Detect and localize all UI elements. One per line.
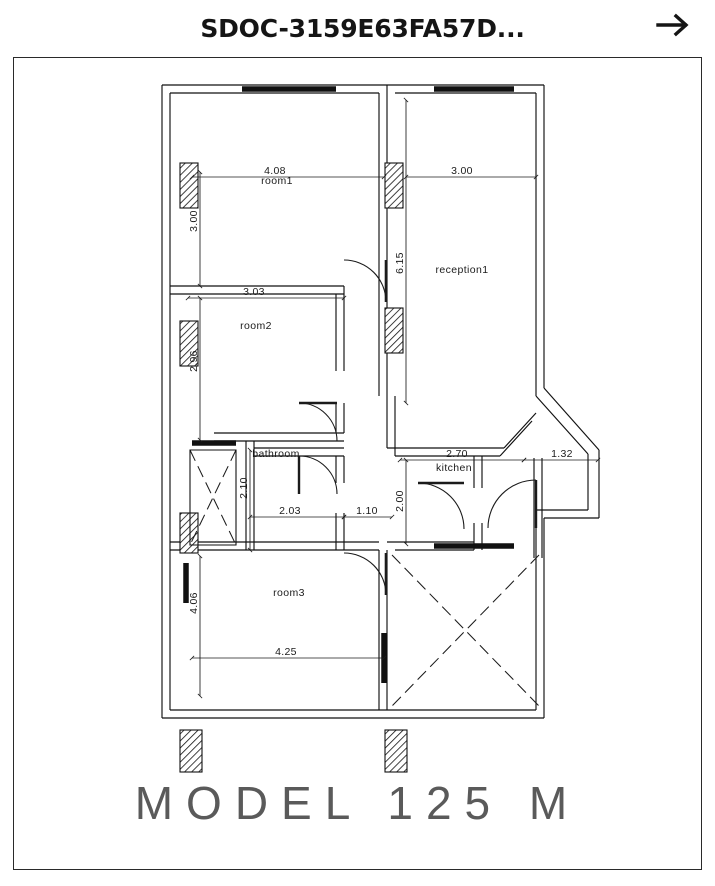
dim-entry-width: 1.32 <box>551 448 573 460</box>
dim-room1-height: 3.00 <box>188 210 200 232</box>
app-header: SDOC-3159E63FA57D... <box>0 0 715 56</box>
dim-room2-height: 2.96 <box>188 350 200 372</box>
dim-bathroom-height: 2.10 <box>238 477 250 499</box>
next-button[interactable] <box>649 3 697 47</box>
floor-plan-svg: room1 reception1 room2 bathroom kitchen … <box>161 84 601 773</box>
dim-reception-width: 3.00 <box>451 165 473 177</box>
room-label-room1: room1 <box>261 175 293 187</box>
room-label-room2: room2 <box>240 320 272 332</box>
floor-plan-drawing: room1 reception1 room2 bathroom kitchen … <box>14 58 701 869</box>
arrow-right-icon <box>655 10 691 40</box>
dim-reception-height: 6.15 <box>394 252 406 274</box>
room-label-reception1: reception1 <box>435 264 488 276</box>
dim-bathroom-width: 2.03 <box>279 505 301 517</box>
room-label-bathroom: bathroom <box>252 448 300 460</box>
dim-room3-height: 4.06 <box>188 592 200 614</box>
dim-room1-width: 4.08 <box>264 165 286 177</box>
document-title: SDOC-3159E63FA57D... <box>200 13 525 43</box>
dimension-lines <box>185 97 601 699</box>
door-swing <box>297 259 538 596</box>
dim-room2-width: 3.03 <box>243 286 265 298</box>
dim-room3-width: 4.25 <box>275 646 297 658</box>
room-label-room3: room3 <box>273 587 305 599</box>
floor-plan-card[interactable]: room1 reception1 room2 bathroom kitchen … <box>13 57 702 870</box>
dim-kitchen-width: 2.70 <box>446 448 468 460</box>
room-label-kitchen: kitchen <box>436 462 472 474</box>
dim-corridor-width: 1.10 <box>356 505 378 517</box>
dim-kitchen-height: 2.00 <box>394 490 406 512</box>
